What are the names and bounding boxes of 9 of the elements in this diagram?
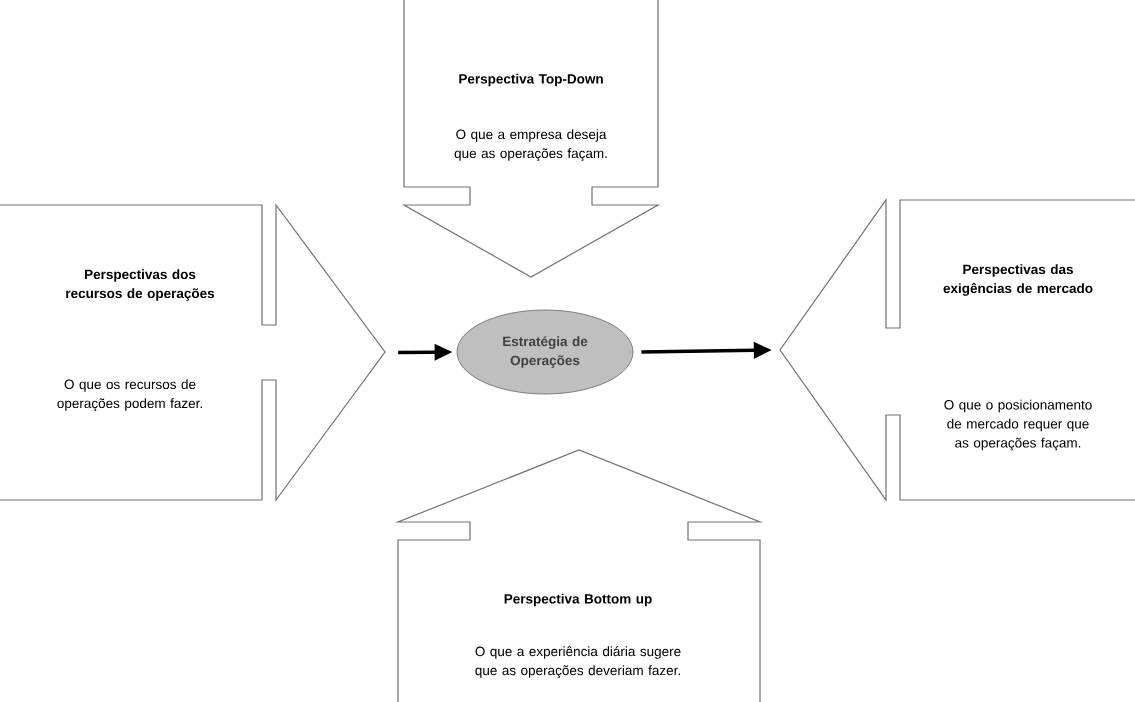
heading-text: Perspectiva Bottom up xyxy=(504,593,652,607)
heading-text: Perspectivas dos recursos de operações xyxy=(66,269,215,301)
heading-text: Perspectivas das exigências de mercado xyxy=(943,264,1093,296)
oval-label: Estratégia de Operações xyxy=(503,336,588,368)
body-text: O que a experiência diária sugere que as operações deveriam fazer. xyxy=(475,646,681,678)
heading-text: Perspectiva Top-Down xyxy=(459,73,603,87)
body-text: O que os recursos de operações podem fazer. xyxy=(57,379,202,411)
body-text: O que o posicionamento de mercado requer que as operações façam. xyxy=(944,399,1092,451)
body-text: O que a empresa deseja que as operações façam. xyxy=(454,129,607,161)
